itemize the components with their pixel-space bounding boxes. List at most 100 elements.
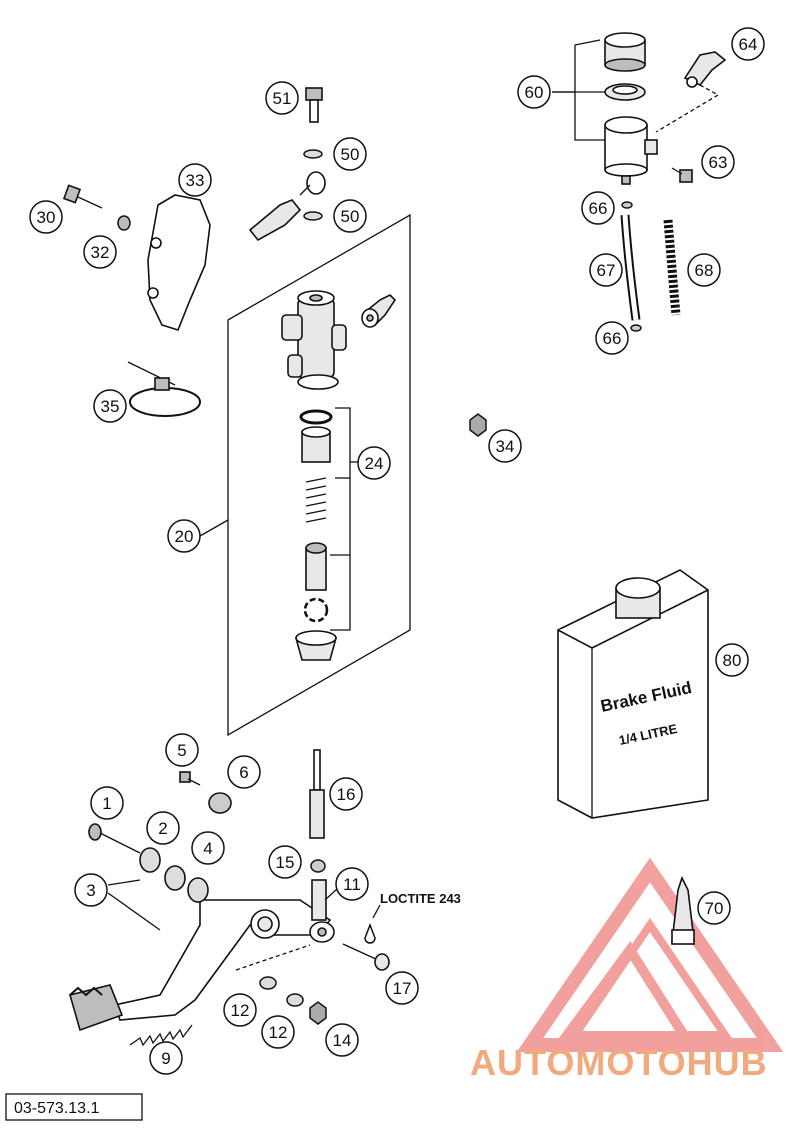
callout-circle-35 <box>93 389 127 423</box>
callout-label-30: 30 <box>37 208 56 227</box>
callout-label-2: 2 <box>158 819 167 838</box>
master-cylinder-body <box>281 290 347 390</box>
screw-5 <box>179 771 201 786</box>
circlip <box>303 597 329 623</box>
callout-label-9: 9 <box>161 1049 170 1068</box>
bolt-30 <box>62 184 103 209</box>
callout-label-50: 50 <box>341 207 360 226</box>
callout-circle-50 <box>333 137 367 171</box>
o-ring <box>299 409 333 425</box>
callout-circle-16 <box>329 777 363 811</box>
callout-label-32: 32 <box>91 243 110 262</box>
callout-label-34: 34 <box>496 437 515 456</box>
callout-label-5: 5 <box>177 741 186 760</box>
piston-spring <box>305 477 327 523</box>
callout-circle-12 <box>223 993 257 1027</box>
callout-circle-1 <box>90 786 124 820</box>
brake-hose-fitting <box>248 171 326 242</box>
callout-label-80: 80 <box>723 651 742 670</box>
clevis-pin <box>342 943 390 971</box>
callout-label-67: 67 <box>597 261 616 280</box>
watermark-text: AUTOMOTOHUB <box>470 1042 768 1083</box>
washer-12a <box>259 976 277 990</box>
callout-circle-66 <box>595 321 629 355</box>
callout-circle-15 <box>268 845 302 879</box>
callout-circle-20 <box>167 519 201 553</box>
leader-lines <box>107 91 575 931</box>
callout-circle-3 <box>74 873 108 907</box>
callout-circle-6 <box>227 755 261 789</box>
callout-label-33: 33 <box>186 171 205 190</box>
callout-label-14: 14 <box>333 1031 352 1050</box>
bushing-4b <box>187 877 209 903</box>
callout-label-51: 51 <box>273 89 292 108</box>
washer-upper <box>303 149 323 159</box>
callout-label-50: 50 <box>341 145 360 164</box>
document-id: 03-573.13.1 <box>14 1100 100 1117</box>
washer-lower <box>303 211 323 221</box>
push-rod <box>309 749 325 839</box>
callout-label-70: 70 <box>705 899 724 918</box>
callout-label-64: 64 <box>739 35 758 54</box>
callout-label-24: 24 <box>365 454 384 473</box>
spacer-6 <box>208 792 232 814</box>
callout-label-68: 68 <box>695 261 714 280</box>
callout-circle-67 <box>589 253 623 287</box>
callout-circle-68 <box>687 253 721 287</box>
pedal-bolt <box>88 823 141 854</box>
loctite-tube <box>671 875 695 945</box>
callout-circle-33 <box>178 163 212 197</box>
piston <box>305 542 327 591</box>
callout-label-16: 16 <box>337 785 356 804</box>
bracket-24 <box>330 407 351 556</box>
callout-circle-60 <box>517 75 551 109</box>
callout-circle-4 <box>191 831 225 865</box>
cylinder-cover <box>147 194 211 331</box>
reservoir-bracket-60 <box>574 39 605 141</box>
fluid-reservoir <box>604 32 658 185</box>
return-spring <box>129 1024 193 1047</box>
nut-14 <box>309 1001 327 1025</box>
nut-34 <box>469 413 487 437</box>
screw-63 <box>671 167 693 183</box>
callout-circle-9 <box>149 1041 183 1075</box>
callout-label-6: 6 <box>239 763 248 782</box>
bushing-4a <box>164 865 186 891</box>
callout-label-1: 1 <box>102 794 111 813</box>
callout-circle-70 <box>697 891 731 925</box>
brake-fluid-can <box>557 569 709 819</box>
callout-circle-50 <box>333 199 367 233</box>
piston-sleeve <box>301 426 331 463</box>
clevis <box>309 879 335 943</box>
callout-circle-34 <box>488 429 522 463</box>
callout-circle-5 <box>165 733 199 767</box>
callout-circle-64 <box>731 27 765 61</box>
callout-circle-2 <box>146 811 180 845</box>
callout-label-66: 66 <box>603 329 622 348</box>
callout-circle-14 <box>325 1023 359 1057</box>
callout-label-11: 11 <box>343 875 361 894</box>
protective-sleeve <box>663 219 681 316</box>
callout-circle-30 <box>29 200 63 234</box>
brake-pedal <box>69 899 332 1032</box>
cable-tie <box>127 361 201 417</box>
callout-circle-63 <box>701 145 735 179</box>
callout-label-66: 66 <box>589 199 608 218</box>
rubber-boot <box>294 630 338 661</box>
callout-circle-24 <box>357 446 391 480</box>
callout-label-3: 3 <box>86 881 95 900</box>
callout-label-20: 20 <box>175 527 194 546</box>
elbow-fitting <box>361 294 397 328</box>
callout-circle-66 <box>581 191 615 225</box>
callout-label-4: 4 <box>203 839 212 858</box>
callout-circle-12 <box>261 1015 295 1049</box>
callout-label-15: 15 <box>276 853 295 872</box>
callout-circle-11 <box>335 867 369 901</box>
callout-label-17: 17 <box>393 979 412 998</box>
callout-label-12: 12 <box>269 1023 288 1042</box>
callout-label-35: 35 <box>101 397 120 416</box>
assembly-frame-20 <box>227 213 411 737</box>
document-id-box <box>5 1093 143 1121</box>
